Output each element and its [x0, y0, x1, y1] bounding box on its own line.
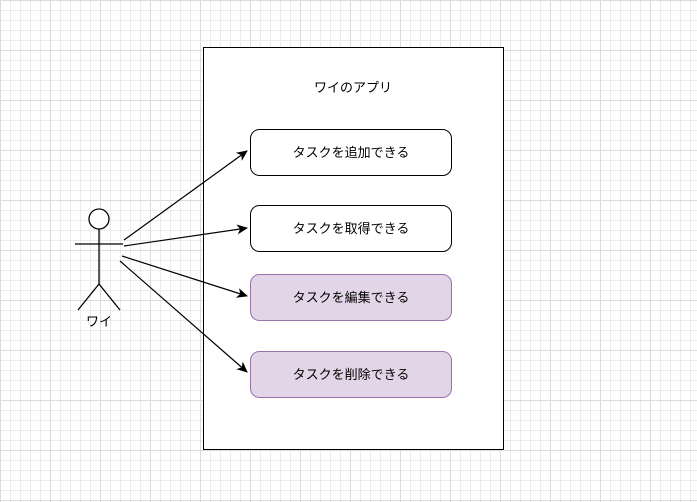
use-case-get-task[interactable]: タスクを取得できる [250, 205, 452, 252]
use-case-add-task-box[interactable] [250, 129, 452, 176]
use-case-delete-task[interactable]: タスクを削除できる [250, 351, 452, 398]
use-case-get-task-label: タスクを取得できる [293, 221, 410, 236]
system-title: ワイのアプリ [314, 80, 392, 95]
association-arrow-get[interactable] [123, 224, 248, 247]
actor[interactable] [75, 208, 123, 311]
actor-label: ワイ [86, 314, 112, 329]
actor-leg-right-icon [98, 283, 121, 311]
association-arrow-delete[interactable] [119, 260, 248, 373]
use-case-add-task[interactable]: タスクを追加できる [250, 129, 452, 176]
use-case-edit-task[interactable]: タスクを編集できる [250, 274, 452, 321]
actor-head-icon [88, 208, 110, 230]
use-case-edit-task-label: タスクを編集できる [293, 290, 410, 305]
use-case-edit-task-box[interactable] [250, 274, 452, 321]
use-case-delete-task-label: タスクを削除できる [293, 367, 410, 382]
actor-leg-left-icon [77, 283, 100, 311]
use-case-get-task-box[interactable] [250, 205, 452, 252]
use-case-add-task-label: タスクを追加できる [293, 145, 410, 160]
use-case-delete-task-box[interactable] [250, 351, 452, 398]
association-arrow-edit[interactable] [121, 255, 248, 298]
association-arrow-add[interactable] [123, 150, 248, 241]
